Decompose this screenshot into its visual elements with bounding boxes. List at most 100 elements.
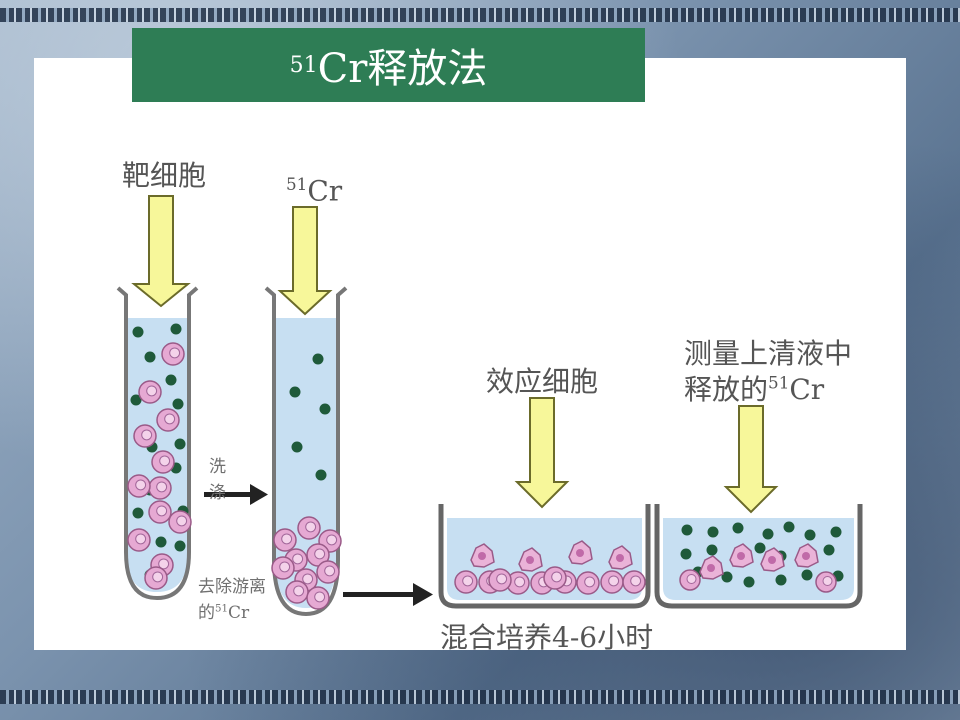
arrow-measure [723, 405, 779, 514]
label-measure-2: 释放的51Cr [684, 368, 824, 408]
label-cr: 51Cr [286, 174, 342, 207]
label-wash-1: 洗 [209, 457, 226, 477]
effector-nucleus [576, 549, 584, 557]
tube2-cells-and-dots [271, 353, 342, 610]
cr-dot [155, 536, 167, 548]
cell-nucleus [302, 573, 314, 585]
cell-nucleus [314, 591, 326, 603]
cell-nucleus [176, 515, 188, 527]
cell-nucleus [326, 534, 338, 546]
effector-nucleus [526, 556, 534, 564]
label-remove-1: 去除游离 [198, 577, 266, 597]
label-measure-2-post: Cr [789, 373, 825, 406]
cr-dot [130, 394, 142, 406]
cr-dot [732, 522, 744, 534]
cell-nucleus [152, 571, 164, 583]
cell-nucleus [822, 576, 833, 586]
cell-nucleus [584, 576, 596, 588]
cell-nucleus [462, 575, 474, 587]
label-cr-sup: 51 [286, 174, 308, 194]
cr-dot [174, 540, 186, 552]
cr-dot [804, 529, 816, 541]
dish-mixed-culture [438, 504, 651, 609]
effector-nucleus [768, 556, 776, 564]
cr-dot [801, 569, 813, 581]
cr-dot [174, 438, 186, 450]
cell-nucleus [141, 429, 153, 441]
label-wash-2: 涤 [209, 483, 226, 503]
wash-arrow [204, 484, 268, 505]
title-text: Cr释放法 [317, 46, 488, 92]
cr-dot [132, 507, 144, 519]
dish1-cells [454, 540, 646, 595]
bottom-decorative-stripe [0, 690, 960, 704]
label-effector-cell: 效应细胞 [486, 365, 599, 398]
cr-dot [775, 574, 787, 586]
cell-nucleus [146, 385, 158, 397]
cell-nucleus [135, 533, 147, 545]
cell-nucleus [608, 575, 620, 587]
label-incubate: 混合培养4-6小时 [440, 621, 654, 654]
label-cr-text: Cr [307, 174, 343, 208]
cell-nucleus [630, 575, 642, 587]
cell-nucleus [135, 479, 147, 491]
dish-supernatant [654, 504, 863, 609]
cell-nucleus [164, 413, 176, 425]
cr-dot [291, 441, 303, 453]
effector-nucleus [478, 552, 486, 560]
tube1-wall [116, 286, 199, 601]
tube1-cells-and-dots [127, 323, 192, 590]
cr-dot [681, 524, 693, 536]
cr-dot [707, 526, 719, 538]
cr-dot [319, 403, 331, 415]
label-remove-2-post: Cr [227, 603, 250, 623]
label-measure-2-sup: 51 [768, 372, 790, 393]
cr-dot [783, 521, 795, 533]
cr-dot [830, 526, 842, 538]
dish2-cells-and-dots [679, 521, 844, 593]
cell-nucleus [305, 521, 317, 533]
title-superscript: 51 [289, 52, 318, 78]
cr-dot [706, 544, 718, 556]
cell-nucleus [514, 576, 526, 588]
cr-dot [680, 548, 692, 560]
cell-nucleus [292, 553, 304, 565]
label-remove-2-pre: 的 [198, 603, 215, 623]
dish1-wall [438, 504, 651, 609]
cell-nucleus [551, 571, 563, 583]
label-measure-2-pre: 释放的 [684, 373, 769, 406]
label-measure-1: 测量上清液中 [684, 337, 853, 370]
cr-dot [754, 542, 766, 554]
cr-dot [170, 323, 182, 335]
cell-nucleus [293, 585, 305, 597]
dish2-wall [654, 504, 863, 609]
cr-dot [721, 571, 733, 583]
cr-dot [165, 374, 177, 386]
cr-dot [289, 386, 301, 398]
label-remove-2-sup: 51 [215, 603, 228, 615]
cr-dot [743, 576, 755, 588]
cell-nucleus [156, 481, 168, 493]
label-target-cell: 靶细胞 [122, 159, 207, 192]
cr-dot [762, 528, 774, 540]
transfer-arrow [343, 583, 433, 606]
cr-dot [132, 326, 144, 338]
cell-nucleus [281, 533, 293, 545]
arrow-effector-cell [514, 397, 570, 509]
cr-dot [823, 544, 835, 556]
label-remove-2: 的51Cr [198, 598, 249, 623]
cell-nucleus [686, 574, 697, 584]
cell-nucleus [324, 565, 336, 577]
cell-nucleus [156, 505, 168, 517]
arrow-cr [277, 206, 333, 316]
cell-nucleus [169, 347, 181, 359]
cell-nucleus [496, 573, 508, 585]
cr-dot [315, 469, 327, 481]
top-decorative-stripe [0, 8, 960, 22]
tube-target-cells [116, 286, 199, 601]
cell-nucleus [159, 455, 171, 467]
cell-nucleus [158, 558, 170, 570]
cell-nucleus [279, 561, 291, 573]
